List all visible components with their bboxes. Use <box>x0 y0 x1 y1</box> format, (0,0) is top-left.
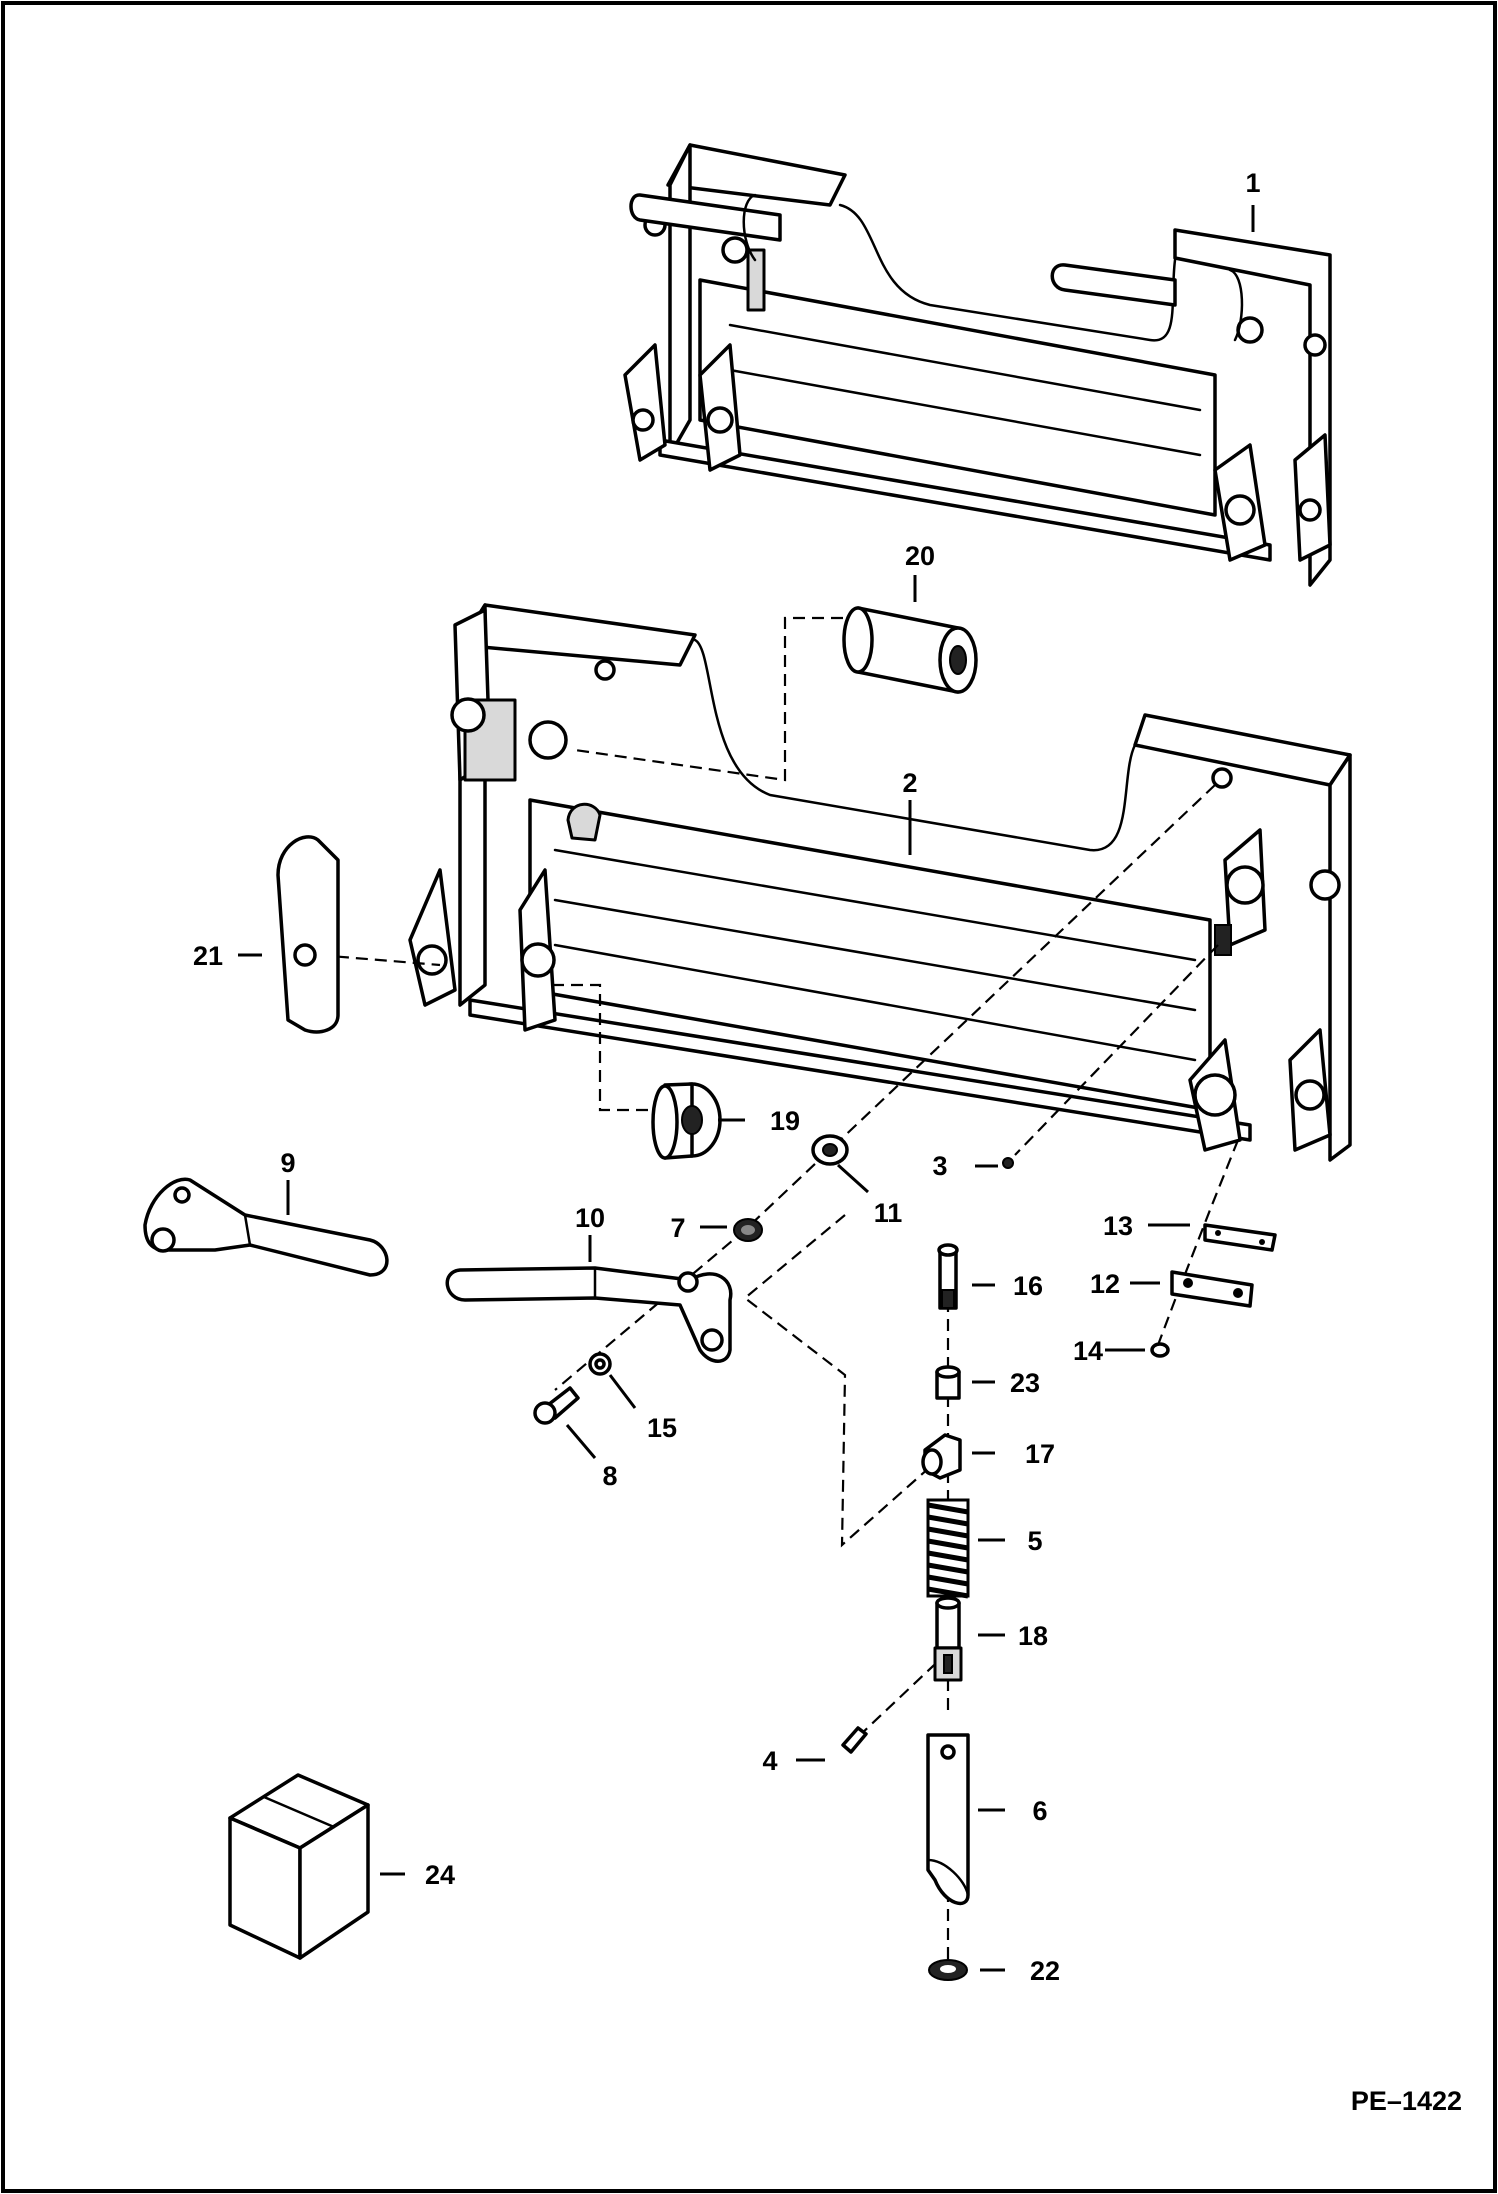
part-10-handle <box>445 1266 733 1363</box>
part-11-bushing <box>811 1134 849 1166</box>
callout-2: 2 <box>902 768 917 798</box>
callout-3: 3 <box>932 1151 947 1181</box>
callout-11: 11 <box>874 1198 903 1228</box>
leader-lines <box>238 205 1255 1972</box>
callout-4: 4 <box>762 1746 777 1776</box>
part-12-plate <box>1170 1270 1254 1308</box>
callout-14: 14 <box>1073 1336 1103 1366</box>
part-15-washer <box>588 1352 612 1376</box>
part-6-latch-pin <box>926 1733 970 1906</box>
callout-6: 6 <box>1032 1796 1047 1826</box>
part-17-nut <box>921 1433 962 1480</box>
part-23-sleeve <box>935 1365 961 1400</box>
callout-5: 5 <box>1027 1526 1042 1556</box>
part-22-washer <box>928 1959 968 1981</box>
part-24-kit-box <box>228 1773 370 1960</box>
part-7-spring <box>733 1218 763 1242</box>
part-14-screw <box>1150 1342 1170 1358</box>
drawing-reference: PE–1422 <box>1351 2086 1462 2116</box>
part-3-ball <box>1002 1157 1014 1169</box>
callout-19: 19 <box>770 1106 800 1136</box>
callout-16: 16 <box>1013 1271 1043 1301</box>
callout-23: 23 <box>1010 1368 1040 1398</box>
callout-10: 10 <box>575 1203 605 1233</box>
callout-7: 7 <box>670 1213 685 1243</box>
callout-21: 21 <box>193 941 223 971</box>
callout-labels: 1 2 3 4 5 6 7 8 9 10 11 12 13 14 15 16 1… <box>193 168 1261 1986</box>
callout-9: 9 <box>280 1148 295 1178</box>
part-2-attachment-frame <box>408 603 1352 1162</box>
part-8-bolt <box>533 1386 580 1425</box>
part-1-attachment-frame-assembly <box>623 143 1332 587</box>
callout-20: 20 <box>905 541 935 571</box>
callout-1: 1 <box>1245 168 1260 198</box>
part-19-spacer <box>651 1082 722 1160</box>
callout-17: 17 <box>1025 1439 1055 1469</box>
callout-24: 24 <box>425 1860 455 1890</box>
part-18-plunger <box>933 1596 963 1682</box>
callout-15: 15 <box>647 1413 677 1443</box>
callout-12: 12 <box>1090 1269 1120 1299</box>
part-5-spring <box>926 1498 970 1599</box>
part-4-roll-pin <box>841 1726 868 1754</box>
callout-13: 13 <box>1103 1211 1133 1241</box>
part-20-bushing <box>842 606 978 694</box>
part-21-plate <box>276 835 340 1034</box>
callout-8: 8 <box>602 1461 617 1491</box>
callout-18: 18 <box>1018 1621 1048 1651</box>
callout-22: 22 <box>1030 1956 1060 1986</box>
part-13-plate <box>1203 1223 1277 1252</box>
part-16-pin <box>937 1243 959 1310</box>
part-9-handle <box>143 1177 389 1277</box>
